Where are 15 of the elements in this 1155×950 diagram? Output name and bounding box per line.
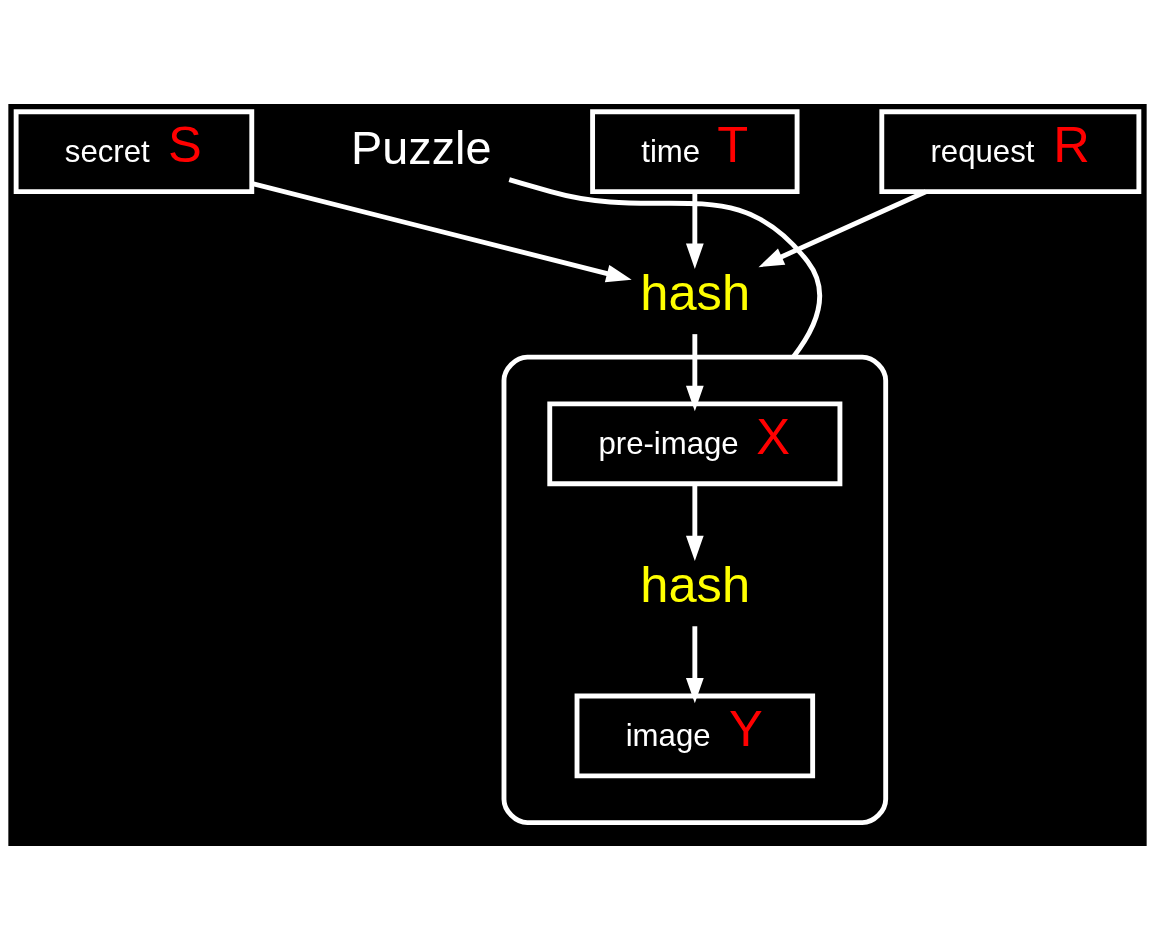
node-text: Puzzle xyxy=(351,121,492,174)
arrow xyxy=(685,626,704,704)
node-text: hash xyxy=(640,556,751,614)
arrow xyxy=(758,189,927,268)
cluster xyxy=(501,354,889,826)
arrow xyxy=(251,181,632,283)
node-text: hash xyxy=(640,264,751,322)
node-box: request R xyxy=(879,109,1142,195)
node-box: secret S xyxy=(13,109,255,195)
arrow xyxy=(685,334,704,412)
node-box: image Y xyxy=(574,693,816,779)
arrow xyxy=(685,483,704,561)
node-box: time T xyxy=(590,109,800,195)
node-box: pre-image X xyxy=(547,401,843,487)
arrow xyxy=(685,191,704,269)
